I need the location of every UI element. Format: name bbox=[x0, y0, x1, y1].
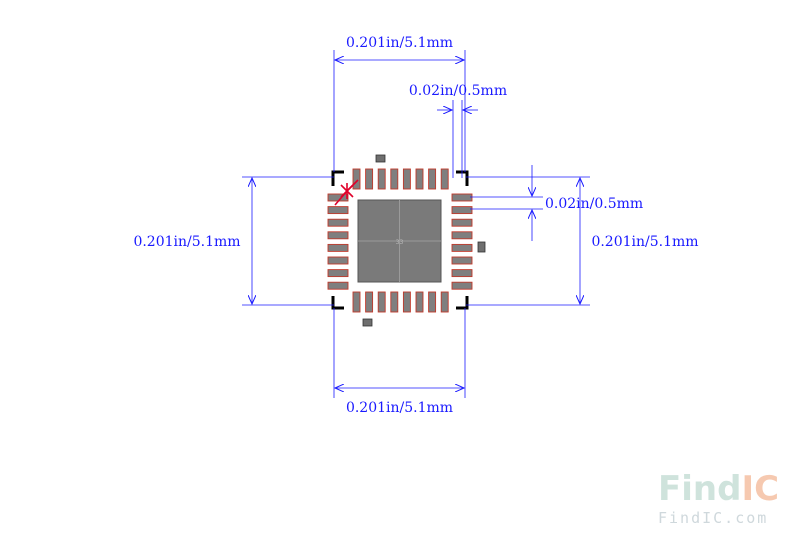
top-pad bbox=[402, 168, 411, 190]
left-pad bbox=[327, 206, 349, 215]
aux-pad-bottom bbox=[362, 318, 373, 327]
top-pad bbox=[365, 168, 374, 190]
bottom-pad bbox=[402, 291, 411, 313]
dimension-pitch-right-label: 0.02in/0.5mm bbox=[545, 196, 643, 212]
right-pad bbox=[451, 193, 473, 202]
silkscreen-corners bbox=[331, 170, 469, 310]
left-pad bbox=[327, 218, 349, 227]
dimension-top-width: 0.201in/5.1mm bbox=[333, 35, 466, 172]
bottom-pad bbox=[352, 291, 361, 313]
right-pad bbox=[451, 256, 473, 265]
findic-watermark: FindIC FindIC.com bbox=[658, 469, 779, 527]
right-pad bbox=[451, 281, 473, 290]
right-pad bbox=[451, 243, 473, 252]
right-pad bbox=[451, 206, 473, 215]
svg-text:33: 33 bbox=[396, 239, 404, 246]
top-pad bbox=[415, 168, 424, 190]
aux-pad-right bbox=[477, 241, 486, 253]
left-pad bbox=[327, 281, 349, 290]
right-pad bbox=[451, 269, 473, 278]
bottom-pad bbox=[428, 291, 437, 313]
bottom-pad bbox=[415, 291, 424, 313]
top-pad bbox=[352, 168, 361, 190]
dimension-right-height: 0.201in/5.1mm bbox=[466, 176, 699, 306]
dimension-top-width-label: 0.201in/5.1mm bbox=[346, 35, 453, 51]
top-pad bbox=[440, 168, 449, 190]
left-pad bbox=[327, 193, 349, 202]
left-pad bbox=[327, 231, 349, 240]
right-pad-row bbox=[451, 193, 473, 290]
svg-text:FindIC: FindIC bbox=[658, 469, 779, 509]
right-pad bbox=[451, 231, 473, 240]
watermark-logo-find: Find bbox=[658, 469, 741, 509]
right-pad bbox=[451, 218, 473, 227]
bottom-pad-row bbox=[352, 291, 449, 313]
top-pad bbox=[428, 168, 437, 190]
dimension-pitch-top: 0.02in/0.5mm bbox=[409, 83, 507, 178]
left-pad-row bbox=[327, 193, 349, 290]
top-pad-row bbox=[352, 168, 449, 190]
thermal-pad: 33 bbox=[357, 199, 442, 283]
bottom-pad bbox=[377, 291, 386, 313]
watermark-logo-ic: IC bbox=[741, 469, 779, 509]
dimension-pitch-right: 0.02in/0.5mm bbox=[470, 165, 643, 241]
watermark-url: FindIC.com bbox=[658, 509, 768, 527]
qfn-footprint: 33 bbox=[327, 154, 486, 327]
aux-pad-top bbox=[375, 154, 386, 163]
dimension-right-height-label: 0.201in/5.1mm bbox=[591, 234, 698, 250]
pin1-marker-icon bbox=[334, 179, 359, 206]
dimension-pitch-top-label: 0.02in/0.5mm bbox=[409, 83, 507, 99]
bottom-pad bbox=[440, 291, 449, 313]
dimension-left-height-label: 0.201in/5.1mm bbox=[133, 234, 240, 250]
left-pad bbox=[327, 243, 349, 252]
dimension-bottom-width-label: 0.201in/5.1mm bbox=[346, 400, 453, 416]
bottom-pad bbox=[365, 291, 374, 313]
top-pad bbox=[377, 168, 386, 190]
dimension-left-height: 0.201in/5.1mm bbox=[133, 176, 334, 306]
dimension-bottom-width: 0.201in/5.1mm bbox=[333, 308, 466, 416]
bottom-pad bbox=[390, 291, 399, 313]
top-pad bbox=[390, 168, 399, 190]
left-pad bbox=[327, 256, 349, 265]
left-pad bbox=[327, 269, 349, 278]
